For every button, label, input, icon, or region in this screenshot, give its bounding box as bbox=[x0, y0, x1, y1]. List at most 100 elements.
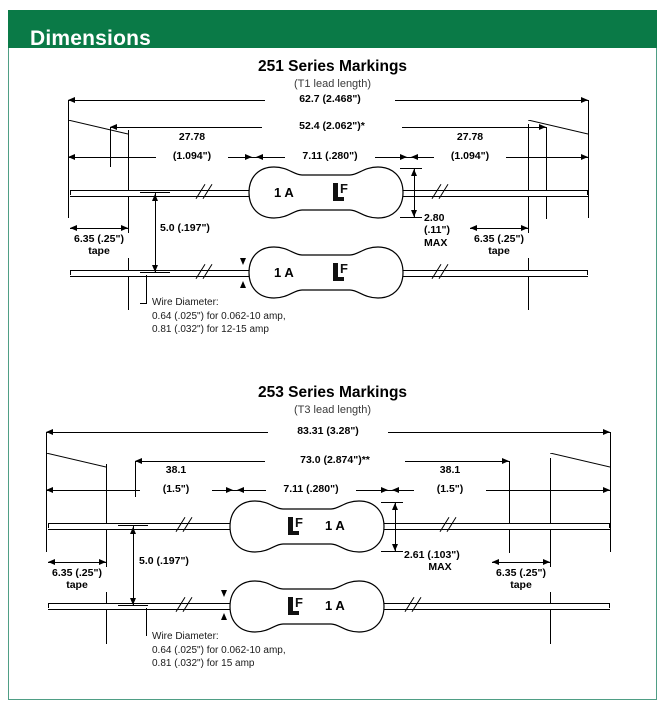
dim-arrow-gap-bottom-251 bbox=[240, 281, 246, 288]
wire-diameter-note-253: Wire Diameter: 0.64 (.025") for 0.062-10… bbox=[152, 631, 286, 669]
lead-cap-lower-right-253 bbox=[609, 603, 610, 608]
dim-label-tape-right-251: 6.35 (.25") tape bbox=[457, 233, 541, 258]
dim-arrow-dia-down-251 bbox=[410, 210, 417, 217]
lead-wire-lower-right-251 bbox=[398, 270, 588, 277]
lead-wire-lower-left-253 bbox=[48, 603, 243, 610]
section-subtitle-253: (T3 lead length) bbox=[293, 404, 372, 416]
dim-arrow-pitch-down-251 bbox=[151, 265, 158, 272]
dim-arrow-right-lead-253 bbox=[603, 486, 610, 493]
dim-label-lead-right-mm-251: 27.78 bbox=[434, 131, 506, 144]
dim-arrow-body-right-out-251 bbox=[411, 153, 418, 160]
dim-arrow-tape-left-b-253 bbox=[99, 558, 106, 565]
dim-arrow-tape-right-b-251 bbox=[521, 224, 528, 231]
lead-cap-lower-left-251 bbox=[70, 270, 71, 275]
dim-label-overall-253: 83.31 (3.28") bbox=[268, 425, 388, 438]
lead-cap-upper-right-251 bbox=[587, 190, 588, 195]
littelfuse-lf-logo-upper-253: F bbox=[288, 516, 306, 535]
dim-arrow-body-left-in-251 bbox=[256, 153, 263, 160]
dim-arrow-dia-down-253 bbox=[391, 544, 398, 551]
dim-label-body-length-253: 7.11 (.280") bbox=[266, 483, 356, 496]
dim-arrow-body-right-in-253 bbox=[381, 486, 388, 493]
dim-arrow-body-right-out-253 bbox=[392, 486, 399, 493]
lead-cap-upper-left-251 bbox=[70, 190, 71, 195]
dim-line-tape-left-251 bbox=[70, 228, 128, 229]
section-subtitle-251: (T1 lead length) bbox=[293, 78, 372, 90]
fuse-marking-rating-upper-251: 1 A bbox=[274, 185, 294, 200]
tape-edge-right-253 bbox=[550, 458, 551, 644]
dim-line-dia-253 bbox=[395, 502, 396, 552]
littelfuse-lf-logo-lower-251: F bbox=[333, 262, 351, 281]
dim-arrow-right-lead-251 bbox=[581, 153, 588, 160]
ext-line-inner-left-253 bbox=[135, 461, 136, 497]
break-mark-upper-left-253 bbox=[175, 517, 194, 533]
dim-label-lead-left-in-253: (1.5") bbox=[140, 483, 212, 496]
ext-line-dia-top-253 bbox=[381, 502, 403, 503]
fuse-body-lower-253 bbox=[229, 580, 385, 633]
dim-arrow-left-inner-253 bbox=[135, 457, 142, 464]
dim-arrow-gap-top-253 bbox=[221, 590, 227, 597]
lead-wire-upper-left-251 bbox=[70, 190, 262, 197]
dim-label-body-diameter-253: 2.61 (.103") MAX bbox=[404, 549, 486, 574]
lead-cap-upper-right-253 bbox=[609, 523, 610, 528]
tape-edge-left-253 bbox=[106, 464, 107, 644]
dim-arrow-left-overall-253 bbox=[46, 428, 53, 435]
ext-line-inner-right-251 bbox=[546, 127, 547, 219]
page-title: Dimensions bbox=[30, 27, 152, 50]
dim-arrow-left-overall-251 bbox=[68, 96, 75, 103]
dim-label-lead-right-in-253: (1.5") bbox=[414, 483, 486, 496]
dim-arrow-pitch-down-253 bbox=[129, 598, 136, 605]
dim-arrow-body-left-out-251 bbox=[245, 153, 252, 160]
dim-label-lead-right-mm-253: 38.1 bbox=[414, 464, 486, 477]
dim-arrow-dia-up-251 bbox=[410, 169, 417, 176]
tape-edge-right-251 bbox=[528, 124, 529, 310]
dim-arrow-tape-left-a-253 bbox=[48, 558, 55, 565]
dim-arrow-body-right-in-251 bbox=[400, 153, 407, 160]
lead-wire-upper-right-251 bbox=[398, 190, 588, 197]
wire-diameter-note-251: Wire Diameter: 0.64 (.025") for 0.062-10… bbox=[152, 297, 286, 335]
tape-edge-left-251 bbox=[128, 130, 129, 310]
lead-wire-lower-right-253 bbox=[379, 603, 610, 610]
leader-line-wire-note-251 bbox=[146, 275, 147, 303]
lead-wire-lower-left-251 bbox=[70, 270, 262, 277]
dim-arrow-right-inner-253 bbox=[502, 457, 509, 464]
fuse-marking-rating-lower-251: 1 A bbox=[274, 265, 294, 280]
dim-arrow-tape-right-a-251 bbox=[470, 224, 477, 231]
dim-label-lead-right-in-251: (1.094") bbox=[434, 150, 506, 163]
break-mark-upper-right-251 bbox=[431, 184, 450, 200]
dim-line-tape-right-253 bbox=[492, 562, 550, 563]
dim-label-pitch-253: 5.0 (.197") bbox=[139, 555, 223, 568]
ext-line-dia-top-251 bbox=[400, 168, 422, 169]
lead-cap-lower-right-251 bbox=[587, 270, 588, 275]
dim-arrow-left-lead-253 bbox=[46, 486, 53, 493]
dim-arrow-left-inner-251 bbox=[110, 123, 117, 130]
tape-wedge-left-253 bbox=[46, 453, 106, 481]
lead-cap-lower-left-253 bbox=[48, 603, 49, 608]
dim-arrow-gap-top-251 bbox=[240, 258, 246, 265]
dim-arrow-tape-right-b-253 bbox=[543, 558, 550, 565]
break-mark-upper-left-251 bbox=[195, 184, 214, 200]
leader-tick-wire-note-251 bbox=[140, 303, 147, 304]
dim-label-lead-left-mm-251: 27.78 bbox=[156, 131, 228, 144]
dim-arrow-body-left-out-253 bbox=[226, 486, 233, 493]
ext-line-inner-right-253 bbox=[509, 461, 510, 553]
dim-arrow-right-overall-251 bbox=[581, 96, 588, 103]
dim-arrow-tape-left-a-251 bbox=[70, 224, 77, 231]
section-title-251: 251 Series Markings bbox=[257, 58, 408, 75]
dim-label-tape-right-253: 6.35 (.25") tape bbox=[479, 567, 563, 592]
dim-arrow-tape-left-b-251 bbox=[121, 224, 128, 231]
dim-arrow-dia-up-253 bbox=[391, 503, 398, 510]
dim-line-pitch-253 bbox=[133, 526, 134, 606]
lead-wire-upper-left-253 bbox=[48, 523, 243, 530]
break-mark-lower-right-253 bbox=[404, 597, 423, 613]
dim-label-pitch-251: 5.0 (.197") bbox=[160, 222, 244, 235]
dim-label-lead-left-mm-253: 38.1 bbox=[140, 464, 212, 477]
leader-line-wire-note-253 bbox=[146, 608, 147, 636]
fuse-body-lower-251 bbox=[248, 246, 404, 299]
ext-line-pitch-top-251 bbox=[140, 192, 170, 193]
dim-label-tape-left-253: 6.35 (.25") tape bbox=[35, 567, 119, 592]
ext-line-inner-left-251 bbox=[110, 127, 111, 167]
dim-arrow-pitch-up-251 bbox=[151, 194, 158, 201]
dim-arrow-body-left-in-253 bbox=[237, 486, 244, 493]
dim-arrow-left-lead-251 bbox=[68, 153, 75, 160]
dim-arrow-pitch-up-253 bbox=[129, 527, 136, 534]
